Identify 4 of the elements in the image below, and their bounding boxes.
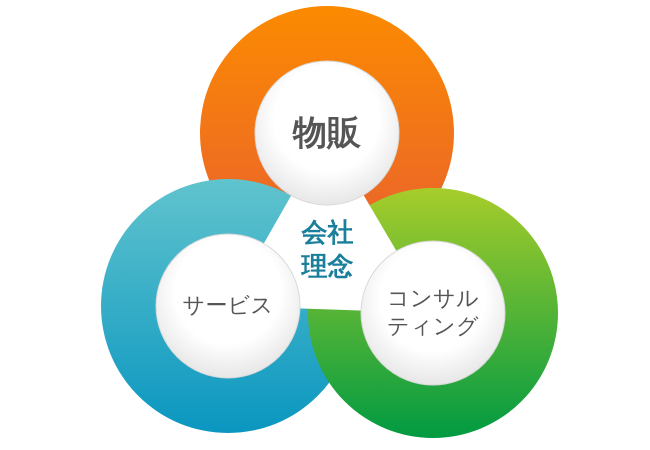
center-label: 会社理念 (300, 217, 354, 284)
ring-label: サービス (182, 292, 274, 320)
ring-label: コンサルティング (386, 286, 480, 340)
ring-label: 物販 (292, 112, 362, 154)
